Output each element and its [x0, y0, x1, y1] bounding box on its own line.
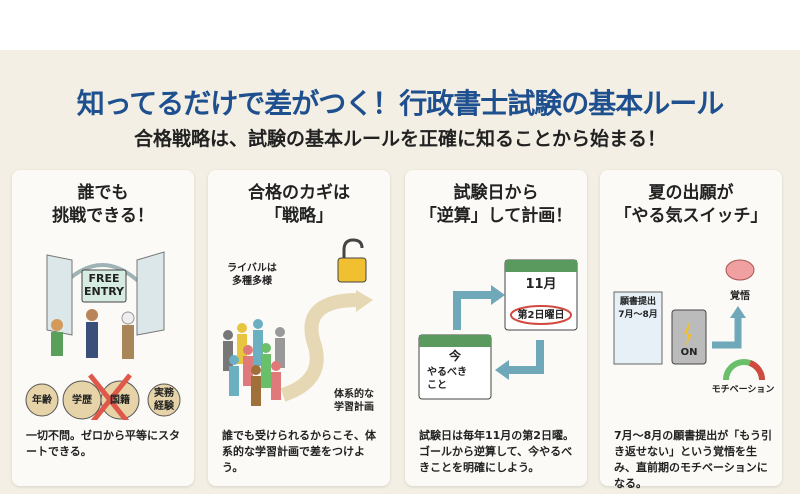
card-description: 一切不問。ゼロから平等にスタートできる。: [26, 429, 180, 458]
card-description: 試験日は毎年11月の第2日曜。ゴールから逆算して、今やるべきことを明確にしよう。: [419, 429, 574, 474]
brain-icon: [725, 259, 755, 281]
badge-age: 年齢: [32, 395, 52, 406]
card-anyone-can-apply: 誰でも 挑戦できる！ FREE ENTRY 年齢 学歴 国籍 実務 経験 一切不…: [12, 170, 194, 486]
card-backward-plan: 試験日から 「逆算」して計画！ 11月 第2日曜日 今 やるべき こと 試験日は…: [405, 170, 587, 486]
crowd-icon: [223, 319, 285, 406]
card-title: 試験日から 「逆算」して計画！: [419, 183, 573, 226]
arrow-back-icon: [507, 340, 544, 374]
card-title: 夏の出願が 「やる気スイッチ」: [614, 183, 768, 226]
badge-experience: 実務 経験: [154, 388, 174, 412]
top-band: [0, 0, 800, 50]
exam-calendar-icon: [504, 259, 578, 331]
free-entry-sign: FREE ENTRY: [83, 272, 125, 298]
calendar-month: 11月: [525, 277, 557, 292]
todo-label: やるべき こと: [427, 367, 467, 391]
card-strategy: 合格のカギは 「戦略」 ライバルは 多種多様 体系的な 学習計画 誰でも受けられ…: [208, 170, 390, 486]
strategy-illustration: [223, 238, 373, 406]
card-title: 合格のカギは 「戦略」: [248, 183, 350, 226]
application-doc-label: 願書提出 7月〜8月: [618, 297, 658, 320]
people-walking-icon: [51, 309, 135, 359]
today-calendar-icon: [418, 334, 492, 400]
card-summer-application: 夏の出願が 「やる気スイッチ」 願書提出 7月〜8月 ON 覚悟 モチベーション…: [600, 170, 782, 490]
page-subtitle: 合格戦略は、試験の基本ルールを正確に知ることから始まる！: [133, 128, 666, 150]
free-entry-illustration: [25, 251, 181, 420]
resolve-label: 覚悟: [730, 291, 750, 302]
arrow-up-icon: [712, 315, 742, 349]
card-title: 誰でも 挑戦できる！: [52, 183, 154, 226]
card-description: 誰でも受けられるからこそ、体系的な学習計画で差をつけよう。: [222, 429, 376, 474]
now-label: 今: [448, 349, 461, 363]
application-document-icon: [613, 291, 663, 365]
badge-nationality: 国籍: [110, 395, 130, 406]
study-plan-label: 体系的な 学習計画: [334, 389, 374, 413]
motivation-illustration: [613, 259, 766, 381]
page-title: 知ってるだけで差がつく！行政書士試験の基本ルール: [76, 87, 725, 120]
badge-education: 学歴: [72, 395, 92, 406]
switch-label: ON: [680, 347, 698, 358]
calendar-day: 第2日曜日: [517, 310, 565, 321]
calendar-illustration: [418, 259, 578, 400]
unlocked-padlock-icon: [337, 238, 367, 283]
rivals-label: ライバルは 多種多様: [227, 263, 277, 287]
arrow-up-right-icon: [453, 291, 493, 330]
card-description: 7月〜8月の願書提出が「もう引き返せない」という覚悟を生み、直前期のモチベーショ…: [614, 429, 772, 490]
motivation-label: モチベーション: [711, 385, 775, 395]
cross-mark-icon: [88, 373, 132, 420]
